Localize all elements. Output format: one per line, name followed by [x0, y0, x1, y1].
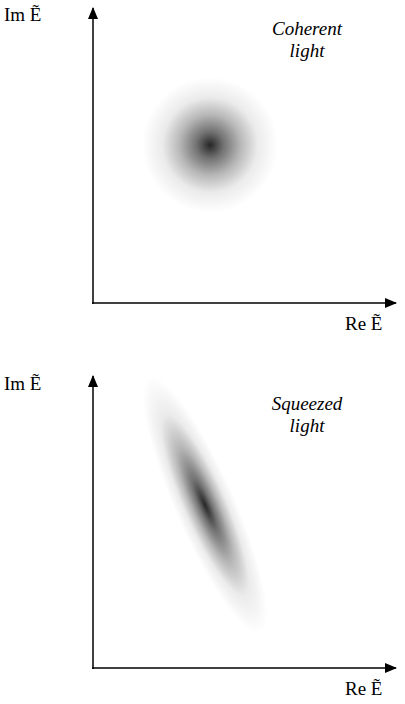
re-axis — [92, 667, 396, 669]
plot-title: Squeezed light — [262, 393, 352, 437]
plot-title: Coherent light — [262, 18, 352, 62]
axis-label: Re Ẽ — [345, 313, 382, 335]
axis-label: Im Ẽ — [4, 4, 41, 26]
squeezed-distribution — [121, 365, 288, 646]
im-axis — [92, 376, 94, 669]
coherent-distribution — [142, 77, 278, 213]
axis-label: Re Ẽ — [345, 678, 382, 700]
axis-label: Im Ẽ — [4, 373, 41, 395]
im-axis — [92, 8, 94, 304]
re-axis — [92, 302, 396, 304]
